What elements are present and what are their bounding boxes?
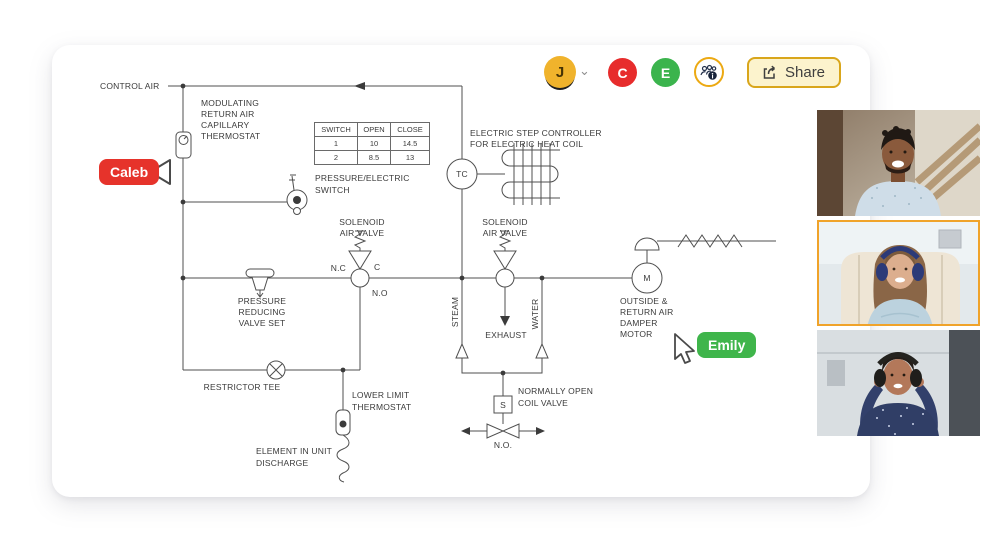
collaborators-info-icon[interactable] <box>694 57 724 87</box>
table-header: CLOSE <box>390 122 430 137</box>
video-participant-3[interactable] <box>817 330 980 436</box>
video-participant-2-active-speaker[interactable] <box>817 220 980 326</box>
people-group-glyph <box>700 64 717 80</box>
share-button[interactable]: Share <box>747 57 842 88</box>
participant-illustration <box>817 110 980 216</box>
table-cell: 14.5 <box>390 136 430 151</box>
participant-illustration <box>817 330 980 436</box>
avatar-e[interactable]: E <box>651 58 680 87</box>
table-row: 2 8.5 13 <box>314 150 430 165</box>
table-row: 1 10 14.5 <box>314 136 430 151</box>
video-participant-1[interactable] <box>817 110 980 216</box>
avatar-c[interactable]: C <box>608 58 637 87</box>
share-icon <box>763 65 775 79</box>
caleb-cursor-label: Caleb <box>99 159 160 185</box>
table-cell: 10 <box>357 136 391 151</box>
avatar-j[interactable]: J <box>544 56 576 88</box>
table-cell: 2 <box>314 150 358 165</box>
share-label: Share <box>785 64 826 81</box>
emily-cursor-label: Emily <box>697 332 757 358</box>
table-cell: 1 <box>314 136 358 151</box>
chevron-down-icon[interactable]: ⌄ <box>579 63 590 78</box>
table-cell: 8.5 <box>357 150 391 165</box>
canvas-card[interactable] <box>52 45 870 497</box>
participant-illustration <box>819 222 978 324</box>
table-header: SWITCH <box>314 122 358 137</box>
switch-table[interactable]: SWITCH OPEN CLOSE 1 10 14.5 2 8.5 13 <box>314 122 430 165</box>
table-header: OPEN <box>357 122 391 137</box>
table-cell: 13 <box>390 150 430 165</box>
video-call-panel <box>817 110 980 440</box>
